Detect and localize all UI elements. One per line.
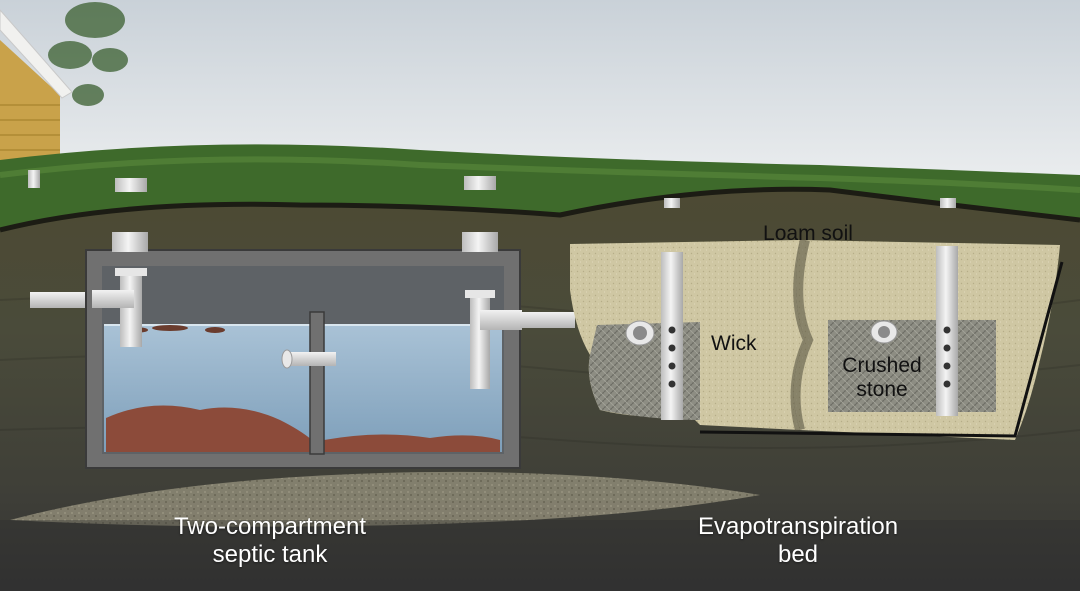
crushed-stone-label: Crushed stone <box>822 354 942 402</box>
wick-label: Wick <box>711 332 757 356</box>
loam-soil-label: Loam soil <box>738 222 878 246</box>
crushed-stone-label-line1: Crushed <box>822 354 942 378</box>
septic-tank-label-line1: Two-compartment <box>150 513 390 541</box>
inlet-drain-pipe <box>30 292 92 308</box>
outlet-pipe <box>520 312 575 328</box>
et-bed-label-line2: bed <box>668 541 928 569</box>
septic-tank-label: Two-compartment septic tank <box>150 513 390 568</box>
septic-tank-label-line2: septic tank <box>150 541 390 569</box>
tank-divider-wall <box>310 312 324 454</box>
et-bed-label-line1: Evapotranspiration <box>668 513 928 541</box>
et-bed-label: Evapotranspiration bed <box>668 513 928 568</box>
septic-tank <box>86 232 520 468</box>
crushed-stone-label-line2: stone <box>822 378 942 402</box>
